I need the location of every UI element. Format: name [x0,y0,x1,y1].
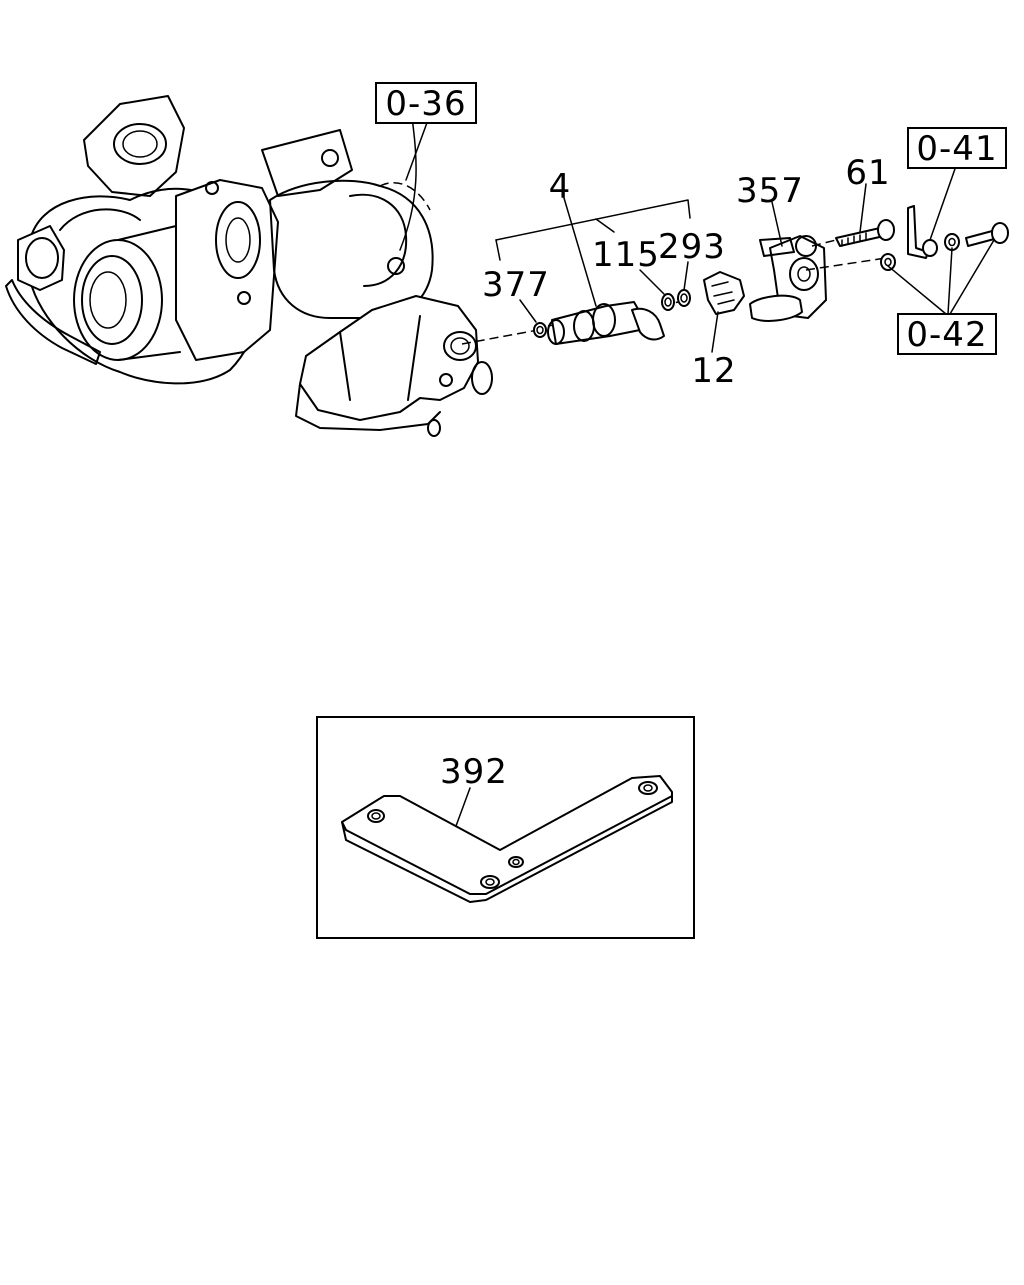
callout-293: 293 [658,227,726,267]
ref-box-0-36: 0-36 [375,82,477,124]
leader-lines [405,119,995,353]
leader-392 [455,787,471,827]
ref-box-0-42: 0-42 [897,313,997,355]
gasket-392 [341,775,673,903]
clip-12 [703,271,745,315]
bolt-right [965,222,1009,247]
callout-392: 392 [440,752,508,792]
turbocharger-assembly [5,95,493,437]
callout-357: 357 [736,171,804,211]
callout-377: 377 [482,265,550,305]
callout-115: 115 [592,235,660,275]
ref-label-0-42: 0-42 [906,315,987,355]
bolt-axis-line [805,239,887,271]
ref-label-0-36: 0-36 [385,84,466,124]
valve-body-part-4 [547,301,665,345]
washer [880,233,960,271]
callout-4: 4 [549,167,572,207]
callout-12: 12 [691,351,736,391]
gasket-panel: 392 [316,716,695,939]
valve-small-seal [533,322,547,338]
o-ring-115 [661,293,675,311]
pipe-bracket [907,205,938,259]
actuator-357 [749,235,827,322]
callout-61: 61 [845,153,890,193]
ref-box-0-41: 0-41 [907,127,1007,169]
bolt-61 [835,219,895,247]
o-ring-293 [677,289,691,307]
ref-label-0-41: 0-41 [916,129,997,169]
